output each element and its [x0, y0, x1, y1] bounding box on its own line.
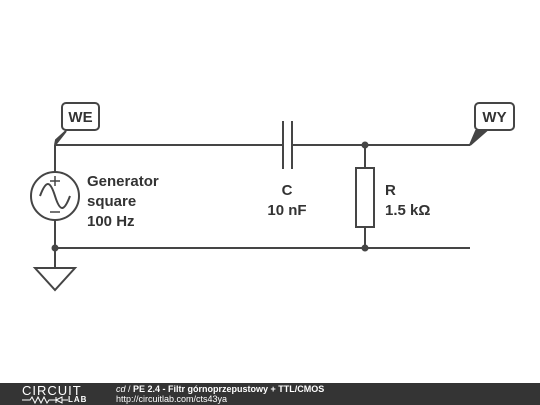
wires: [54, 144, 470, 268]
plus-sign: [50, 176, 60, 186]
resistor[interactable]: [355, 167, 375, 228]
generator-source[interactable]: [30, 171, 80, 221]
circuitlab-logo[interactable]: CIRCUIT LAB: [22, 383, 112, 405]
footer-title: cd / PE 2.4 - Filtr górnoprzepustowy + T…: [116, 384, 324, 394]
resistor-ref-label: R: [385, 182, 396, 199]
ground-icon: [32, 267, 78, 292]
capacitor-ref-label: C: [282, 182, 293, 199]
footer-bar: CIRCUIT LAB cd / PE 2.4 - Filtr górnoprz…: [0, 383, 540, 405]
author-name[interactable]: cd: [116, 384, 126, 394]
source-label-line1: Generator: [87, 173, 159, 190]
title-separator: /: [125, 384, 134, 394]
logo-text-circuit: CIRCUIT: [22, 383, 82, 398]
junction-dot: [361, 141, 369, 149]
capacitor[interactable]: [282, 121, 293, 169]
input-port-tag[interactable]: WE: [54, 102, 100, 146]
schematic-diagram: WE WY Generator square 100 Hz C 10 nF R …: [30, 102, 515, 292]
resistor-body: [355, 167, 375, 228]
circuit-url-link[interactable]: http://circuitlab.com/cts43ya: [116, 394, 228, 404]
capacitor-value-label: 10 nF: [267, 202, 306, 219]
logo-text-lab: LAB: [68, 395, 88, 404]
source-circle: [30, 171, 80, 221]
circuit-title: PE 2.4 - Filtr górnoprzepustowy + TTL/CM…: [133, 384, 325, 394]
sine-wave-icon: [39, 183, 71, 209]
input-port-label: WE: [68, 109, 92, 126]
junction-dot: [361, 244, 369, 252]
junction-dot: [51, 244, 59, 252]
output-port-tag[interactable]: WY: [469, 102, 515, 146]
source-label-line3: 100 Hz: [87, 213, 135, 230]
output-port-label: WY: [482, 109, 506, 126]
resistor-value-label: 1.5 kΩ: [385, 202, 430, 219]
source-label-line2: square: [87, 193, 136, 210]
logo-resistor-icon: [22, 396, 68, 404]
